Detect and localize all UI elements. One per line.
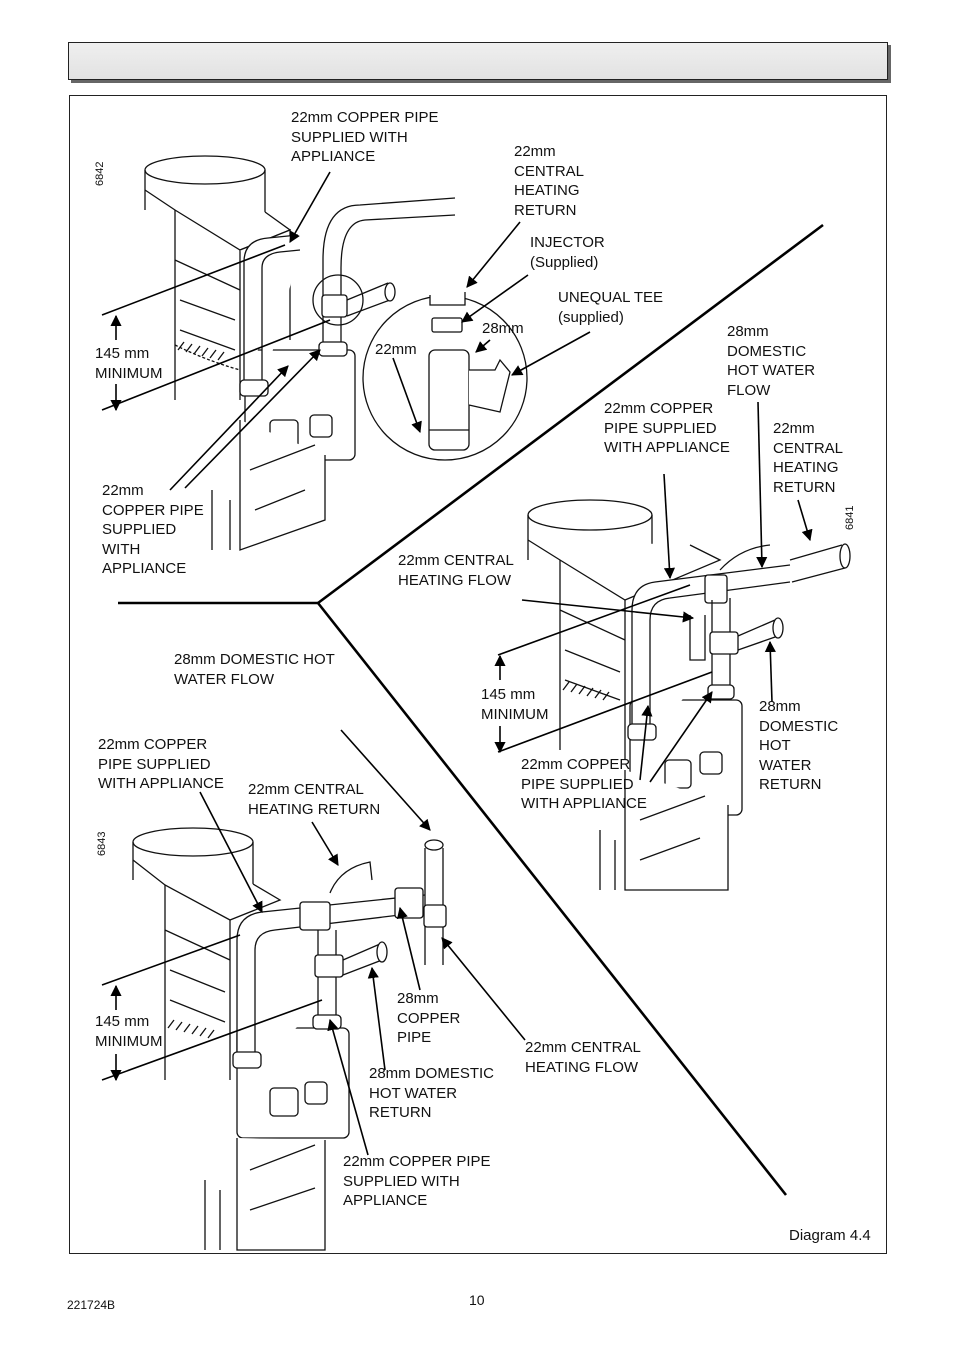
label-r-copper-pipe-bottom: 22mm COPPER PIPE SUPPLIED WITH APPLIANCE [521,756,647,812]
label-r-dhw-flow: 28mm DOMESTIC HOT WATER FLOW [727,323,816,399]
label-r-dhw-return: 28mm DOMESTIC HOT WATER RETURN [759,698,839,793]
appliance-right [527,499,851,891]
label-r-copper-pipe-top: 22mm COPPER PIPE SUPPLIED WITH APPLIANCE [604,400,730,456]
page-number: 10 [469,1292,485,1308]
diagram-frame [69,95,887,1254]
label-bl-145mm: 145 mm MINIMUM [95,1013,163,1050]
label-bl-ch-flow: 22mm CENTRAL HEATING FLOW [525,1039,641,1076]
figure-code-right: 6841 [844,505,856,530]
label-tl-copper-pipe-bottom: 22mm COPPER PIPE SUPPLIED WITH APPLIANCE [102,482,204,577]
label-tl-injector: INJECTOR (Supplied) [530,234,605,271]
appliance-top-left [144,155,528,551]
label-r-145mm: 145 mm MINIMUM [481,686,549,723]
label-r-ch-flow: 22mm CENTRAL HEATING FLOW [398,552,514,589]
header-bar [68,42,888,80]
label-r-ch-return: 22mm CENTRAL HEATING RETURN [773,420,844,496]
label-tl-28mm: 28mm [482,320,524,337]
label-bl-28mm-copper-pipe: 28mm COPPER PIPE [397,990,461,1046]
label-tl-copper-pipe-top: 22mm COPPER PIPE SUPPLIED WITH APPLIANCE [291,109,439,165]
figure-code-top-left: 6842 [94,161,106,186]
diagram-caption: Diagram 4.4 [789,1227,871,1244]
document-code: 221724B [67,1298,116,1312]
label-bl-ch-return: 22mm CENTRAL HEATING RETURN [248,781,381,818]
label-tl-ch-return: 22mm CENTRAL HEATING RETURN [514,143,585,219]
label-tl-22mm: 22mm [375,341,417,358]
label-bl-copper-pipe-bottom: 22mm COPPER PIPE SUPPLIED WITH APPLIANCE [343,1153,491,1209]
label-bl-copper-pipe-top: 22mm COPPER PIPE SUPPLIED WITH APPLIANCE [98,736,224,792]
label-tl-unequal-tee: UNEQUAL TEE (supplied) [558,289,664,326]
label-tl-145mm: 145 mm MINIMUM [95,345,163,382]
figure-code-bottom-left: 6843 [96,831,108,856]
label-bl-dhw-return: 28mm DOMESTIC HOT WATER RETURN [369,1065,495,1121]
label-bl-dhw-flow: 28mm DOMESTIC HOT WATER FLOW [174,651,335,688]
